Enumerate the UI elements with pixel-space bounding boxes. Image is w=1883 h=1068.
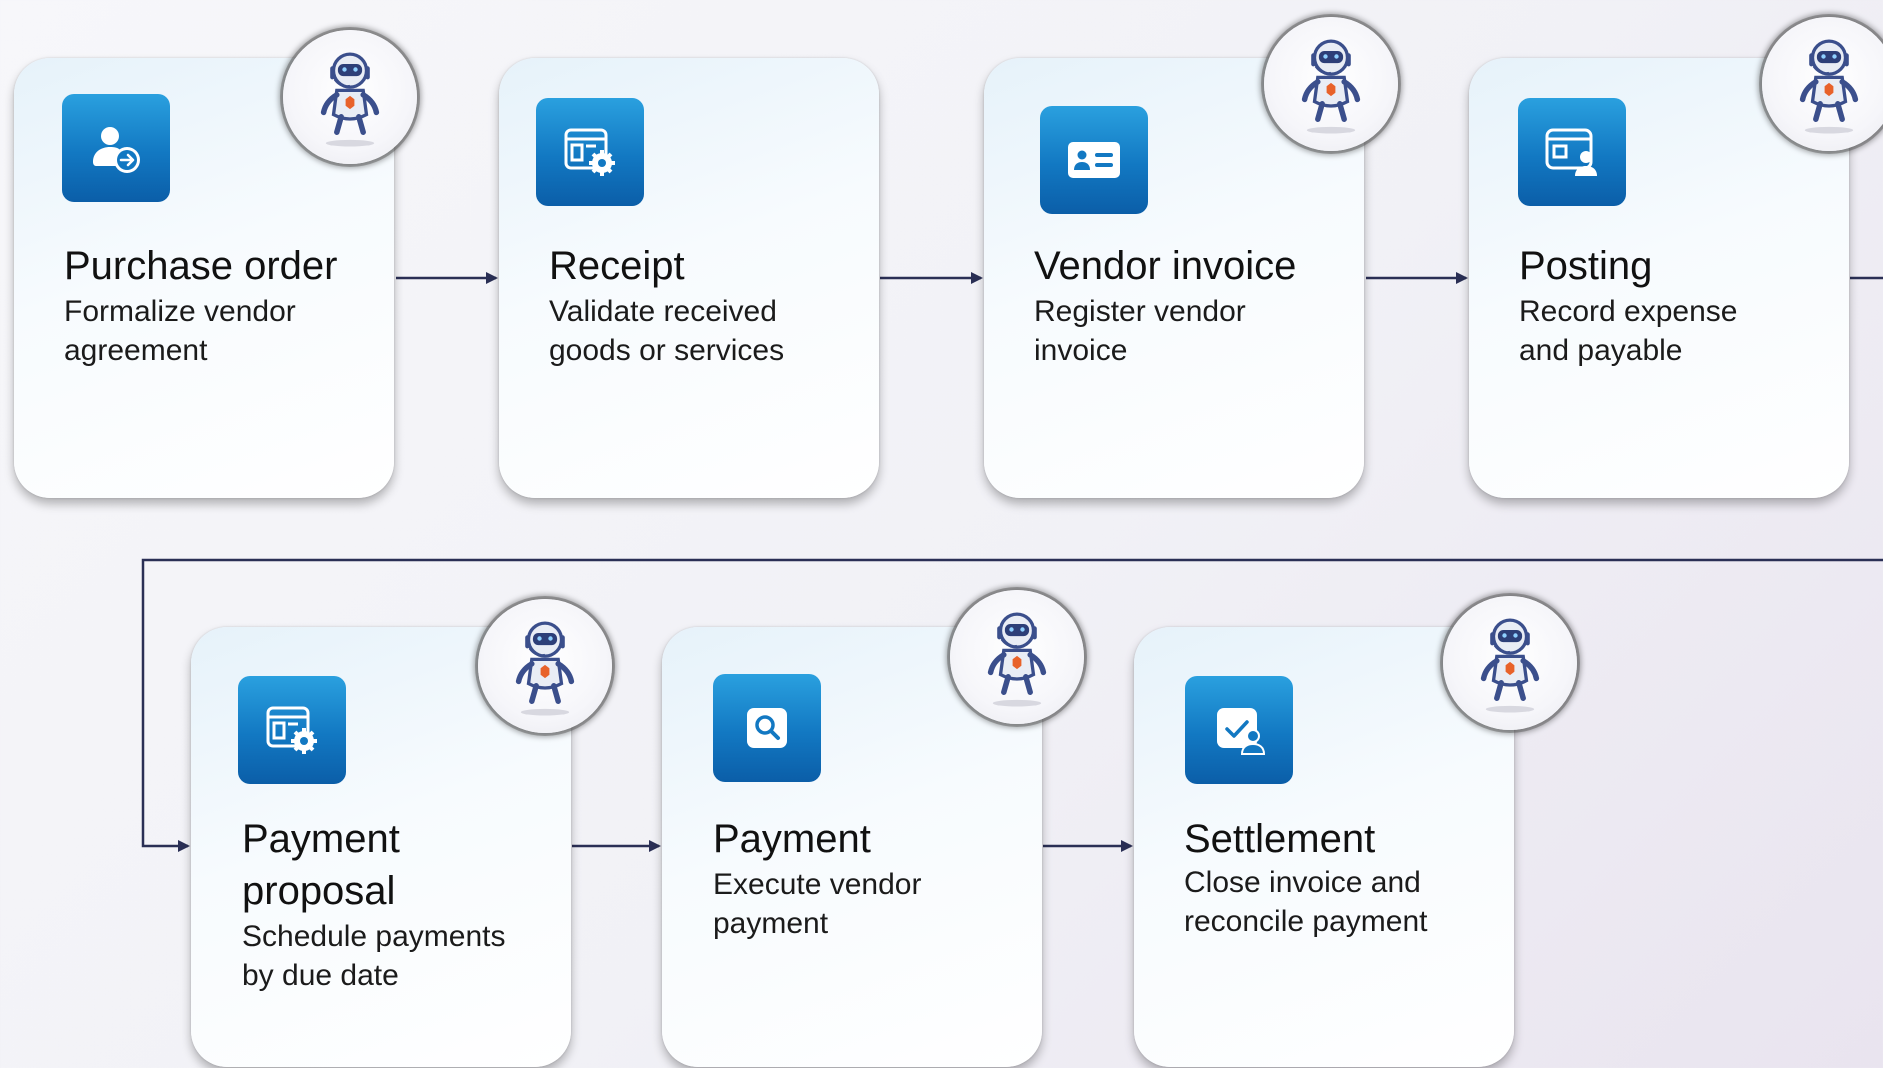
robot-avatar-icon (1443, 596, 1577, 730)
person-arrow-icon (62, 94, 170, 202)
desc-line: agreement (64, 334, 208, 367)
title-line: Payment (242, 817, 400, 861)
robot-avatar-icon (950, 590, 1084, 724)
desc-line: Execute vendor (713, 868, 922, 901)
desc-line: Close invoice and (1184, 866, 1421, 899)
robot-icon (1799, 39, 1859, 134)
step-card-receipt: Receipt Validate received goods or servi… (499, 58, 879, 498)
robot-avatar-icon (1264, 17, 1398, 151)
desc-line: invoice (1034, 334, 1128, 367)
step-title: Settlement (1184, 817, 1376, 861)
desc-line: Formalize vendor (64, 295, 296, 328)
step-description: Register vendor invoice (1034, 292, 1334, 370)
step-description: Execute vendor payment (713, 865, 1013, 943)
robot-avatar-icon (478, 599, 612, 733)
title-line: proposal (242, 869, 396, 913)
desc-line: Record expense (1519, 295, 1738, 328)
step-title: Payment proposal (242, 813, 562, 917)
wrap-connector (141, 558, 1883, 852)
robot-icon (320, 52, 380, 147)
window-gear-icon (238, 676, 346, 784)
step-title: Posting (1519, 244, 1653, 288)
desc-line: payment (713, 907, 829, 940)
robot-icon (515, 621, 575, 716)
step-description: Close invoice and reconcile payment (1184, 863, 1484, 941)
step-title: Vendor invoice (1034, 244, 1297, 288)
robot-icon (1301, 39, 1361, 134)
desc-line: and payable (1519, 334, 1683, 367)
id-card-icon (1040, 106, 1148, 214)
magnifier-icon (713, 674, 821, 782)
window-person-icon (1518, 98, 1626, 206)
window-gear-icon (536, 98, 644, 206)
desc-line: Schedule payments (242, 920, 506, 953)
step-description: Record expense and payable (1519, 292, 1819, 370)
robot-avatar-icon (283, 30, 417, 164)
step-description: Formalize vendor agreement (64, 292, 364, 370)
step-description: Validate received goods or services (549, 292, 849, 370)
desc-line: Register vendor (1034, 295, 1246, 328)
step-card-settlement: Settlement Close invoice and reconcile p… (1134, 627, 1514, 1067)
desc-line: reconcile payment (1184, 905, 1428, 938)
check-person-icon (1185, 676, 1293, 784)
desc-line: Validate received (549, 295, 777, 328)
robot-icon (1480, 618, 1540, 713)
step-description: Schedule payments by due date (242, 917, 542, 995)
step-title: Purchase order (64, 244, 338, 288)
step-title: Receipt (549, 244, 685, 288)
desc-line: goods or services (549, 334, 785, 367)
desc-line: by due date (242, 959, 399, 992)
step-title: Payment (713, 817, 871, 861)
robot-avatar-icon (1762, 17, 1883, 151)
robot-icon (987, 612, 1047, 707)
